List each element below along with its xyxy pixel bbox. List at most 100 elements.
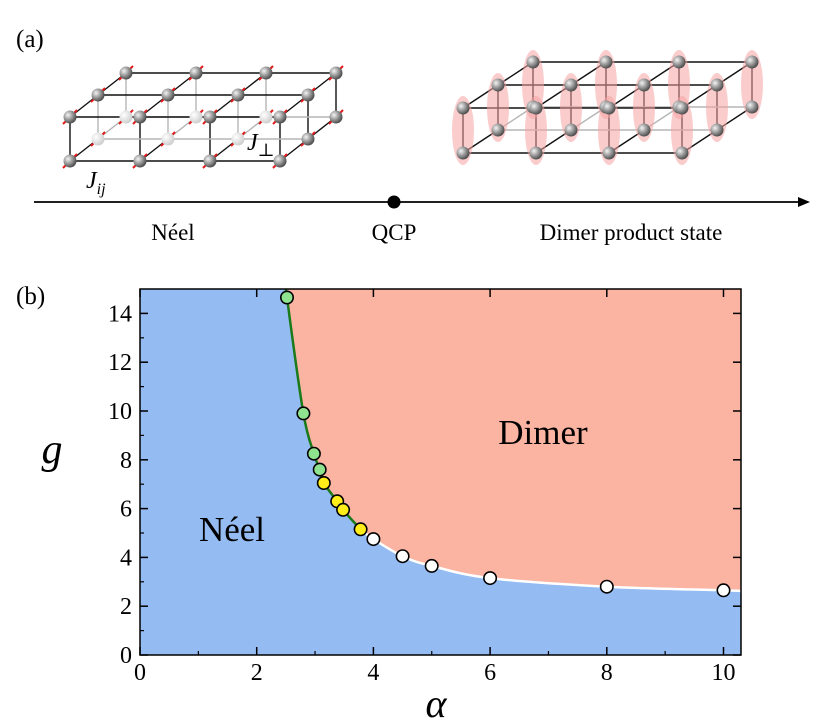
lattice-site xyxy=(161,88,175,102)
lattice-site xyxy=(602,101,616,115)
panel-b: (b) 0 2 4 6 8 10 0 2 4 6 8 10 12 14 Néel Dimer α g xyxy=(16,283,742,725)
data-point-yellow xyxy=(316,475,331,490)
data-point-white xyxy=(716,583,731,598)
y-tick-label: 10 xyxy=(108,399,132,425)
lattice-site xyxy=(745,100,759,114)
dimer-singlet-ellipse xyxy=(633,73,655,142)
lattice-site xyxy=(602,146,616,160)
dimer-singlet-ellipse xyxy=(706,73,728,142)
lattice-site xyxy=(529,146,543,160)
axis-label-neel: Néel xyxy=(151,220,194,245)
y-tick-label: 14 xyxy=(108,301,132,327)
lattice-site xyxy=(599,55,613,69)
panel-b-label: (b) xyxy=(16,283,45,310)
x-tick-label: 10 xyxy=(711,660,735,686)
data-point-green xyxy=(279,290,294,305)
lattice-site xyxy=(456,146,470,160)
x-tick-label: 8 xyxy=(601,660,613,686)
region-label-dimer: Dimer xyxy=(498,413,588,452)
data-points xyxy=(279,290,731,598)
x-tick-label: 2 xyxy=(251,660,263,686)
dimer-singlet-ellipse xyxy=(595,50,617,119)
axis-ticks: 0 2 4 6 8 10 0 2 4 6 8 10 12 14 xyxy=(108,289,741,686)
y-tick-label: 4 xyxy=(120,545,132,571)
lattice-site xyxy=(710,78,724,92)
x-axis-label: α xyxy=(426,681,448,725)
neel-lattice-illustration xyxy=(62,65,344,169)
lattice-site xyxy=(189,66,203,80)
lattice-site xyxy=(259,66,273,80)
lattice-site xyxy=(564,123,578,137)
y-tick-label: 0 xyxy=(120,643,132,669)
y-tick-label: 12 xyxy=(108,350,132,376)
lattice-site xyxy=(203,110,217,124)
lattice-site xyxy=(119,110,133,124)
y-tick-label: 2 xyxy=(120,594,132,620)
data-point-yellow xyxy=(336,502,351,517)
neel-region xyxy=(140,289,741,655)
lattice-site xyxy=(675,101,689,115)
lattice-site xyxy=(119,66,133,80)
lattice-site xyxy=(63,110,77,124)
lattice-site xyxy=(91,88,105,102)
lattice-site xyxy=(161,132,175,146)
data-point-green xyxy=(312,462,327,477)
dimer-singlet-ellipse xyxy=(452,96,474,165)
dimer-lattice-illustration xyxy=(452,50,763,165)
dimer-singlet-ellipse xyxy=(560,73,582,142)
lattice-site xyxy=(637,123,651,137)
lattice-site xyxy=(529,101,543,115)
lattice-bonds xyxy=(69,72,337,162)
dimer-singlet-ellipse xyxy=(487,73,509,142)
lattice-site xyxy=(745,55,759,69)
data-point-white xyxy=(366,532,381,547)
data-point-green xyxy=(296,406,311,421)
data-point-white xyxy=(599,579,614,594)
dimer-singlet-ellipse xyxy=(522,50,544,119)
lattice-site xyxy=(329,110,343,124)
lattice-site xyxy=(491,123,505,137)
lattice-sites xyxy=(456,55,759,160)
data-point-white xyxy=(424,558,439,573)
lattice-site xyxy=(672,55,686,69)
coupling-jij-label: Jij xyxy=(86,168,106,198)
data-point-white xyxy=(395,549,410,564)
lattice-site xyxy=(91,132,105,146)
x-tick-label: 6 xyxy=(484,660,496,686)
y-tick-label: 8 xyxy=(120,448,132,474)
plot-frame xyxy=(139,288,742,656)
lattice-site xyxy=(63,154,77,168)
region-label-neel: Néel xyxy=(199,510,265,549)
axis-label-qcp: QCP xyxy=(372,220,417,245)
lattice-site xyxy=(273,110,287,124)
panel-a-label: (a) xyxy=(16,26,44,53)
dimer-singlet-ellipse xyxy=(741,50,763,119)
lattice-site xyxy=(637,78,651,92)
coupling-jperp-label: J⊥ xyxy=(247,130,275,160)
lattice-site xyxy=(203,154,217,168)
lattice-site xyxy=(301,88,315,102)
lattice-site xyxy=(231,88,245,102)
lattice-sites xyxy=(62,65,344,169)
dimer-singlet-ellipse xyxy=(668,50,690,119)
lattice-site xyxy=(710,123,724,137)
lattice-site xyxy=(273,154,287,168)
data-point-white xyxy=(483,571,498,586)
lattice-site xyxy=(329,66,343,80)
y-tick-label: 6 xyxy=(120,497,132,523)
data-point-green xyxy=(306,446,321,461)
x-tick-label: 0 xyxy=(134,660,146,686)
qcp-point xyxy=(387,195,401,209)
lattice-site xyxy=(526,55,540,69)
y-axis-label: g xyxy=(42,427,63,473)
lattice-site xyxy=(189,110,203,124)
lattice-site xyxy=(491,78,505,92)
lattice-site xyxy=(259,110,273,124)
lattice-site xyxy=(456,101,470,115)
axis-label-dimer-product-state: Dimer product state xyxy=(540,220,723,245)
lattice-site xyxy=(301,132,315,146)
lattice-site xyxy=(675,146,689,160)
x-tick-label: 4 xyxy=(367,660,379,686)
lattice-site xyxy=(133,110,147,124)
